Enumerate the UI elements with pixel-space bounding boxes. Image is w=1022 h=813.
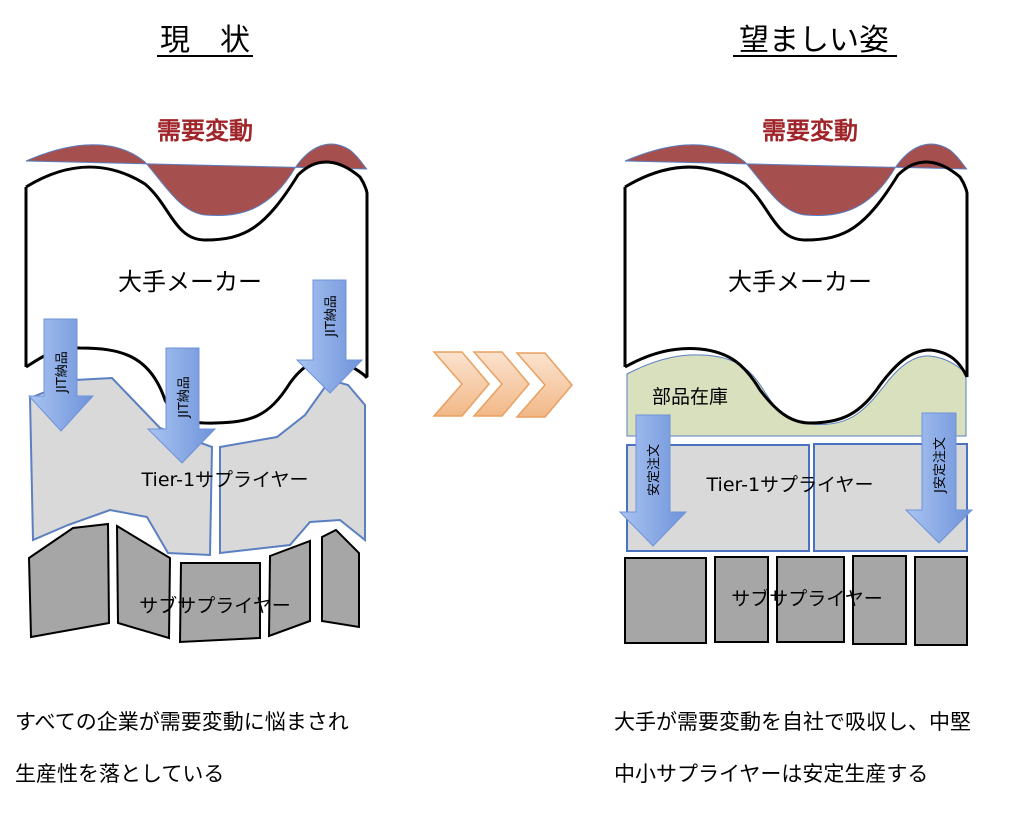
right-sub-block-2 — [714, 556, 769, 643]
chevron-right-icon — [472, 351, 530, 417]
right-maker-outline — [624, 160, 969, 377]
right-tier1-label: Tier-1サプライヤー — [706, 474, 874, 496]
right-sub-block-5 — [914, 556, 968, 646]
left-demand-label: 需要変動 — [157, 117, 253, 145]
left-title: 現 状 — [160, 23, 250, 58]
right-order-arrow-1-label: 安定注文 — [647, 444, 662, 496]
left-demand-wave — [25, 143, 368, 217]
left-panel: 現 状 需要変動 大手メーカー Tier-1サプライヤー サブサプライヤー JI… — [24, 23, 369, 644]
left-jit-arrow-2: JIT納品 — [146, 347, 217, 464]
left-jit-arrow-3-label: JIT納品 — [324, 295, 339, 338]
left-maker-box — [26, 162, 367, 423]
right-inventory-label: 部品在庫 — [652, 386, 728, 408]
left-sub-label: サブサプライヤー — [139, 594, 290, 617]
left-jit-arrow-1-label: JIT納品 — [55, 351, 70, 394]
right-caption-line-2: 中小サプライヤーは安定生産する — [614, 762, 929, 786]
right-sub-block-3 — [776, 556, 845, 643]
left-tier1-block-1 — [28, 376, 214, 557]
left-sub-block-3 — [178, 562, 261, 644]
right-title: 望ましい姿 — [739, 23, 889, 58]
left-sub-block-4 — [267, 539, 311, 638]
right-maker-label: 大手メーカー — [728, 268, 872, 296]
left-maker-outline — [25, 160, 369, 377]
left-jit-arrow-3: JIT納品 — [295, 279, 364, 394]
chevron-right-icon — [432, 351, 490, 417]
right-order-arrow-1: 安定注文 — [618, 414, 688, 547]
right-sub-block-1 — [624, 557, 707, 644]
right-caption-line-1: 大手が需要変動を自社で吸収し、中堅 — [614, 710, 971, 734]
right-order-arrow-2-label: J安定注文 — [933, 437, 948, 494]
right-order-arrow-2: J安定注文 — [904, 412, 974, 544]
diagram-canvas: 現 状 需要変動 大手メーカー Tier-1サプライヤー サブサプライヤー JI… — [24, 23, 974, 646]
right-demand-wave — [624, 143, 968, 217]
left-maker-label: 大手メーカー — [118, 268, 262, 296]
left-sub-block-2 — [115, 524, 172, 640]
left-sub-block-1 — [27, 522, 111, 639]
right-demand-label: 需要変動 — [762, 117, 858, 145]
left-caption-line-2: 生産性を落としている — [15, 762, 225, 786]
left-tier1-label: Tier-1サプライヤー — [141, 469, 309, 491]
left-tier1-block-2 — [219, 378, 366, 555]
left-jit-arrow-1: JIT納品 — [27, 318, 95, 432]
right-sub-label: サブサプライヤー — [731, 587, 882, 610]
right-maker-bottom-curve — [624, 347, 969, 425]
transition-chevrons — [432, 351, 573, 418]
right-sub-block-4 — [852, 555, 907, 645]
left-jit-arrow-2-label: JIT納品 — [177, 376, 192, 419]
right-caption: 大手が需要変動を自社で吸収し、中堅 中小サプライヤーは安定生産する — [614, 683, 971, 813]
chevron-right-icon — [515, 352, 573, 418]
left-sub-block-5 — [321, 528, 360, 629]
right-panel: 望ましい姿 需要変動 大手メーカー 部品在庫 Tier-1サプライヤー サブサプ… — [618, 23, 974, 646]
left-caption-line-1: すべての企業が需要変動に悩まされ — [15, 710, 349, 734]
left-caption: すべての企業が需要変動に悩まされ 生産性を落としている — [15, 683, 349, 813]
